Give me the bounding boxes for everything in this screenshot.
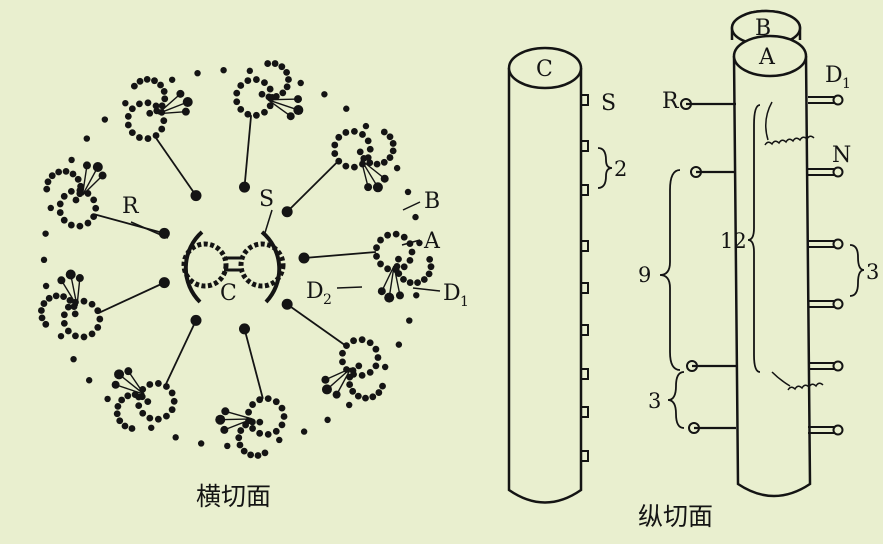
doublet-8 xyxy=(43,99,129,230)
cross-leader-lines xyxy=(130,201,441,292)
radial-spoke-3 xyxy=(303,251,377,259)
central-projection-7 xyxy=(580,368,589,380)
outer-doublets xyxy=(37,60,435,459)
central-sheath xyxy=(183,230,282,304)
label-A: A xyxy=(423,229,441,254)
central-projection-6 xyxy=(580,324,589,336)
label-D1-doublet: D xyxy=(825,63,843,88)
central-projection-1 xyxy=(580,94,589,106)
radial-spokes-longitudinal xyxy=(680,98,736,434)
label-N: N xyxy=(832,143,851,168)
central-projections xyxy=(580,94,589,462)
label-B-doublet: B xyxy=(755,16,771,41)
label-S: S xyxy=(259,187,274,212)
doublet-7 xyxy=(37,204,104,341)
dynein-arm-4 xyxy=(832,298,844,310)
doublet-1 xyxy=(233,60,370,130)
central-projection-5 xyxy=(580,282,589,294)
doublet-9 xyxy=(124,66,254,142)
nexin-coil-lower xyxy=(771,371,824,391)
radial-spoke-5 xyxy=(243,328,264,399)
spoke-head-1 xyxy=(239,181,251,193)
central-projection-3 xyxy=(580,184,589,196)
doublet-radial-head-4 xyxy=(688,422,700,434)
doublet-5 xyxy=(148,395,288,459)
cross-section: R S B A C D 2 D 1 横切面 xyxy=(37,60,469,511)
radial-spoke-8 xyxy=(94,213,165,235)
cross-labels: R S B A C D 2 D 1 xyxy=(122,187,469,310)
label-9: 9 xyxy=(638,263,651,287)
label-D2: D xyxy=(306,279,324,304)
dynein-arm-2 xyxy=(832,166,844,178)
radial-spoke-2 xyxy=(286,160,340,213)
doublet-radial-head-3 xyxy=(686,360,698,372)
label-3-left: 3 xyxy=(648,389,661,413)
radial-spoke-9 xyxy=(154,135,197,197)
doublet-2 xyxy=(331,128,423,247)
doublet-longitudinal: B A 12 R D 1 N 3 3 xyxy=(648,9,879,498)
nexin-coil-upper xyxy=(764,101,815,146)
spoke-head-3 xyxy=(298,252,310,264)
central-projection-2 xyxy=(580,140,589,152)
label-D2-sub: 2 xyxy=(323,292,332,308)
caption-cross-section: 横切面 xyxy=(196,482,271,511)
label-D1-doublet-sub: 1 xyxy=(842,76,851,92)
dynein-arm-6 xyxy=(832,424,844,436)
brace-3-right xyxy=(849,244,865,297)
radial-spoke-7 xyxy=(98,281,165,314)
label-B: B xyxy=(424,189,440,214)
central-projection-8 xyxy=(580,406,589,418)
spoke-head-5 xyxy=(239,323,251,335)
spoke-head-6 xyxy=(190,314,202,326)
central-tube-longitudinal: C S 2 xyxy=(507,46,627,504)
brace-3-left xyxy=(667,371,685,429)
dynein-arms-longitudinal xyxy=(808,94,844,436)
dynein-arm-5 xyxy=(832,360,844,372)
label-2: 2 xyxy=(614,157,627,181)
doublet-6 xyxy=(57,332,178,432)
label-D1-sub: 1 xyxy=(460,294,469,310)
label-R: R xyxy=(122,194,140,219)
radial-spoke-6 xyxy=(164,319,197,387)
spoke-head-2 xyxy=(281,206,293,218)
doublet-radial-head-1 xyxy=(680,98,692,110)
central-projection-4 xyxy=(580,240,589,252)
radial-spokes xyxy=(94,115,377,399)
central-projection-9 xyxy=(580,450,589,462)
label-C-tube: C xyxy=(536,57,553,82)
doublet-4 xyxy=(276,336,386,444)
label-A-doublet: A xyxy=(758,45,776,70)
central-pair xyxy=(181,241,286,289)
label-3-right: 3 xyxy=(866,260,879,284)
dynein-arm-1 xyxy=(832,94,844,106)
spoke-head-7 xyxy=(158,277,170,289)
doublet-radial-head-2 xyxy=(690,166,702,178)
brace-9 xyxy=(659,169,681,371)
dynein-arm-3 xyxy=(832,238,844,250)
brace-12 xyxy=(747,104,761,373)
spoke-head-4 xyxy=(281,298,293,310)
doublet-3 xyxy=(373,230,435,371)
label-D1: D xyxy=(443,281,461,306)
spoke-head-9 xyxy=(190,190,202,202)
radial-spoke-1 xyxy=(243,115,252,188)
caption-longitudinal-section: 纵切面 xyxy=(638,502,713,531)
label-S-tube: S xyxy=(601,91,616,116)
radial-spoke-4 xyxy=(286,303,347,347)
spoke-head-8 xyxy=(158,227,170,239)
label-C-cross: C xyxy=(220,281,237,306)
brace-2 xyxy=(597,147,613,189)
label-R-doublet: R xyxy=(662,89,680,114)
label-12: 12 xyxy=(720,229,747,253)
